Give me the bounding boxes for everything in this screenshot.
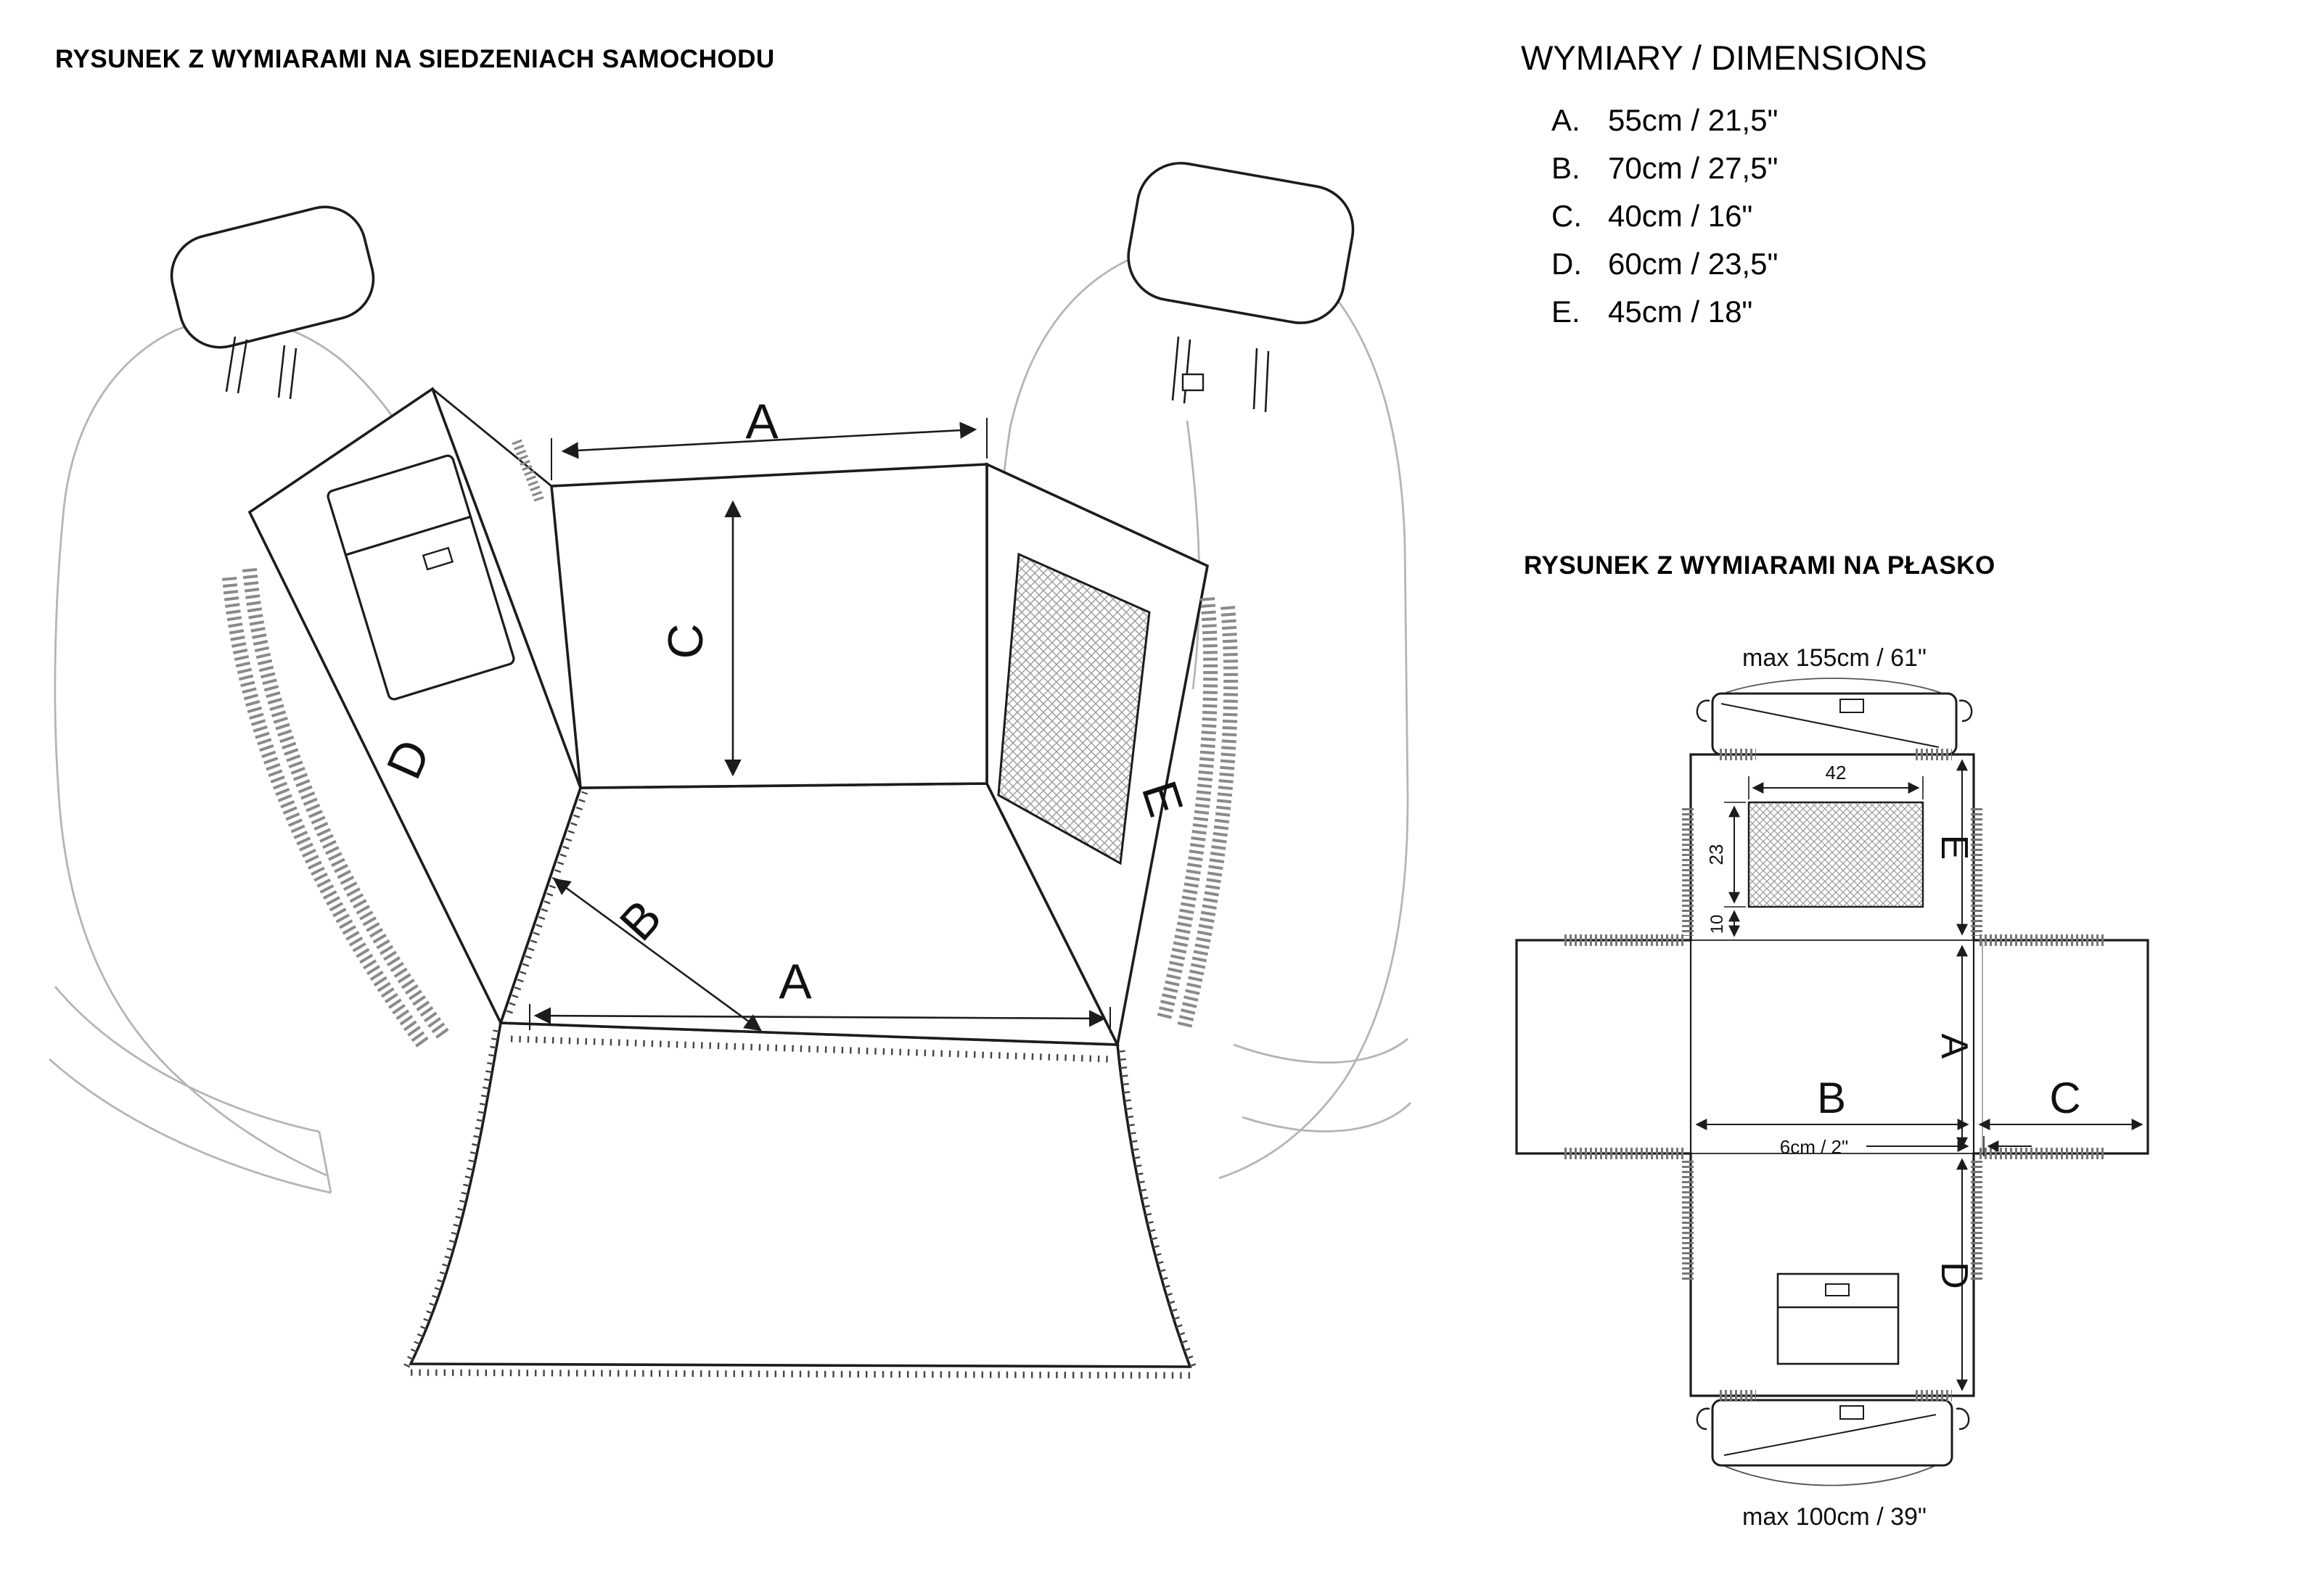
dimension-value: 55cm / 21,5" xyxy=(1608,103,1779,137)
flat-max-top-label: max 155cm / 61" xyxy=(1742,644,1927,672)
dim-a-floor-arrow xyxy=(533,1007,1107,1027)
dimension-value: 40cm / 16" xyxy=(1608,199,1753,233)
flat-label-c: C xyxy=(2049,1074,2080,1122)
seat-view-title: RYSUNEK Z WYMIARAMI NA SIEDZENIACH SAMOC… xyxy=(55,45,775,73)
label-a-top: A xyxy=(745,394,779,449)
front-skirt xyxy=(409,1021,1192,1368)
dimension-letter: C. xyxy=(1551,199,1582,233)
right-headrest xyxy=(1127,162,1355,413)
dimension-row-e: E. 45cm / 18" xyxy=(1521,288,1927,336)
flat-label-b: B xyxy=(1817,1074,1846,1122)
flat-label-a: A xyxy=(1933,1034,1975,1059)
flat-pocket xyxy=(1776,1272,1900,1365)
dimension-value: 45cm / 18" xyxy=(1608,295,1753,329)
back-wall-panel xyxy=(550,463,988,789)
flat-dimension-labels: 42 23 10 E A D B C 6cm / 2" max 100cm / … xyxy=(1705,762,2081,1531)
dimension-value: 60cm / 23,5" xyxy=(1608,247,1779,281)
dimension-value: 70cm / 27,5" xyxy=(1608,151,1779,185)
dimensions-panel: WYMIARY / DIMENSIONS A. 55cm / 21,5" B. … xyxy=(1521,38,1927,336)
flat-mesh-window xyxy=(1747,801,1924,908)
flat-body xyxy=(1515,753,2149,1397)
dimension-letter: E. xyxy=(1551,295,1580,329)
flat-label-10: 10 xyxy=(1707,915,1727,934)
flat-zipper-teeth xyxy=(1564,749,2104,1402)
dimension-letter: B. xyxy=(1551,151,1580,185)
dimension-letter: D. xyxy=(1551,247,1582,281)
flat-label-42: 42 xyxy=(1826,762,1847,783)
flat-dimension-lines xyxy=(1695,759,2143,1391)
dimension-row-a: A. 55cm / 21,5" xyxy=(1521,96,1927,144)
flat-max-bottom-label: max 100cm / 39" xyxy=(1742,1503,1927,1531)
dimension-row-b: B. 70cm / 27,5" xyxy=(1521,144,1927,192)
flat-label-d: D xyxy=(1933,1262,1975,1289)
bottom-flap xyxy=(1696,1399,1970,1486)
dimension-row-c: C. 40cm / 16" xyxy=(1521,192,1927,240)
dimension-lines xyxy=(529,418,1111,1033)
flat-label-6cm: 6cm / 2" xyxy=(1780,1136,1848,1158)
flat-label-e: E xyxy=(1933,835,1975,860)
zipper-teeth xyxy=(222,439,1239,1049)
left-headrest xyxy=(170,205,375,400)
top-flap xyxy=(1696,678,1973,756)
dim-b-arrow xyxy=(553,878,762,1032)
dimension-row-d: D. 60cm / 23,5" xyxy=(1521,240,1927,288)
seat-view-drawing: A C B A D E xyxy=(49,162,1411,1379)
flat-pattern-drawing: max 155cm / 61" xyxy=(1515,644,2149,1531)
label-c: C xyxy=(658,623,713,659)
dimension-letter: A. xyxy=(1551,103,1580,137)
pocket xyxy=(327,454,515,701)
dim-a-top-arrow xyxy=(561,421,977,459)
stitch-ticks xyxy=(403,791,1198,1379)
mesh-window xyxy=(997,552,1151,865)
label-a-floor: A xyxy=(779,954,812,1009)
flat-view-title: RYSUNEK Z WYMIARAMI NA PŁASKO xyxy=(1524,551,1995,580)
dimensions-heading: WYMIARY / DIMENSIONS xyxy=(1521,38,1927,77)
flat-label-23: 23 xyxy=(1705,844,1727,865)
